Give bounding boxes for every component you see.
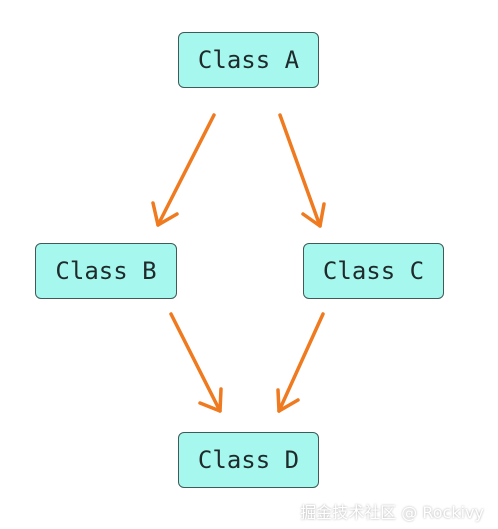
class-b-node: Class B [35,243,177,299]
class-a-node: Class A [178,32,319,88]
class-d-node: Class D [178,432,319,488]
edge-c-to-d [276,312,325,413]
edge-a-to-c [278,113,326,228]
watermark: 掘金技术社区 @ Rockivy [300,503,484,522]
class-c-label: Class C [322,257,425,285]
class-c-node: Class C [303,243,444,299]
edge-b-to-d [169,312,223,413]
class-d-label: Class D [197,446,300,474]
class-b-label: Class B [55,257,157,285]
class-a-label: Class A [197,46,300,74]
edge-a-to-b [151,113,216,227]
